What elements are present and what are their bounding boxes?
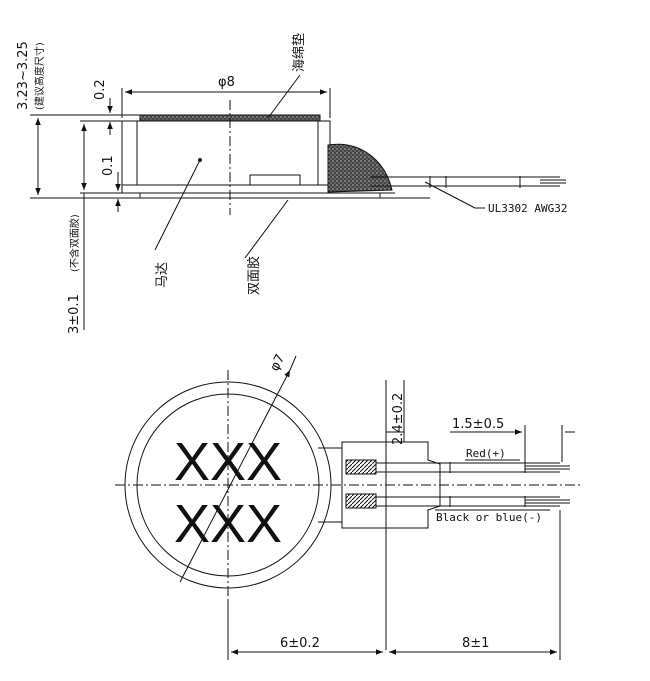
dim-height-motor: 3±0.1	[67, 294, 82, 334]
solder-pad-black	[345, 493, 377, 509]
solder-pad-red	[345, 459, 377, 475]
dim-tab-width: 2.4±0.2	[391, 393, 406, 445]
wire-red	[376, 462, 570, 473]
dim-height-total: 3.23~3.25	[16, 41, 31, 110]
dim-diameter-side: φ8	[218, 75, 235, 90]
dim-gap-top: 0.2	[93, 79, 108, 100]
wire-side	[370, 176, 566, 188]
label-foam: 海绵垫	[291, 33, 307, 72]
label-black-wire: Black or blue(-)	[436, 511, 542, 524]
dim-height-total-note: (建议高度尺寸)	[33, 42, 46, 110]
label-motor: 马达	[155, 262, 170, 288]
side-view	[30, 74, 566, 330]
marking-line-1: XXX	[174, 432, 282, 492]
dim-height-motor-note: (不含双面胶)	[68, 214, 81, 272]
label-red-wire: Red(+)	[466, 447, 506, 460]
dim-body-length: 6±0.2	[280, 636, 320, 651]
dim-wire-strip: 1.5±0.5	[452, 417, 504, 432]
label-tape: 双面胶	[246, 256, 262, 295]
label-wire-spec: UL3302 AWG32	[488, 202, 567, 215]
tape-layer	[139, 192, 381, 199]
dim-diameter-top: φ7	[267, 352, 288, 374]
top-view	[115, 355, 580, 660]
dim-wire-length: 8±1	[462, 636, 489, 651]
wire-black	[376, 496, 570, 507]
solder-blob	[327, 143, 393, 193]
dim-gap-bottom: 0.1	[101, 155, 116, 176]
marking-line-2: XXX	[174, 494, 282, 554]
